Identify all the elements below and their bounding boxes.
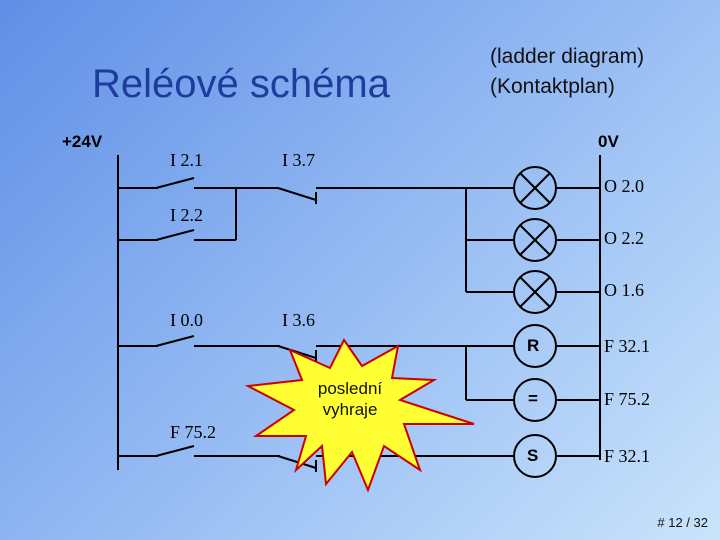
coil-symbol-assign: =	[528, 389, 538, 408]
output-label-o20: O 2.0	[604, 176, 644, 196]
lamp-o22	[513, 218, 557, 262]
output-label-o16: O 1.6	[604, 280, 644, 300]
contact-f752	[155, 445, 195, 457]
coil-label-f321-set: F 32.1	[604, 446, 651, 466]
coil-assign	[513, 378, 557, 422]
coil-label-f752: F 75.2	[604, 389, 651, 409]
contact-i22	[155, 229, 195, 241]
contact-f752-2	[277, 455, 317, 469]
coil-set	[513, 434, 557, 478]
callout-line-1: poslední	[317, 379, 383, 398]
callout-starburst	[244, 338, 475, 493]
callout-text: poslední vyhraje	[300, 378, 400, 420]
contact-label-i37: I 3.7	[282, 150, 315, 170]
right-rail-label: 0V	[598, 132, 619, 151]
lamp-o16	[513, 270, 557, 314]
slide-title: Reléové schéma	[92, 62, 390, 106]
contact-label-i22: I 2.2	[170, 205, 203, 225]
contact-label-i21: I 2.1	[170, 150, 203, 170]
coil-label-f321-reset: F 32.1	[604, 336, 651, 356]
contact-label-f752: F 75.2	[170, 422, 217, 442]
coil-symbol-set: S	[527, 446, 539, 465]
contact-i00	[155, 335, 195, 347]
coil-symbol-reset: R	[527, 336, 540, 355]
subtitle-kontaktplan: (Kontaktplan)	[490, 75, 615, 98]
lamp-o20	[513, 166, 557, 210]
contact-i21	[155, 177, 195, 189]
contact-i36	[277, 345, 317, 359]
contact-i37	[277, 187, 317, 201]
subtitle-ladder-diagram: (ladder diagram)	[490, 45, 645, 68]
rung-1	[118, 166, 600, 314]
callout-line-2: vyhraje	[322, 400, 378, 419]
output-label-o22: O 2.2	[604, 228, 644, 248]
contact-label-i36: I 3.6	[282, 310, 315, 330]
coil-reset	[513, 324, 557, 368]
page-number: # 12 / 32	[657, 515, 708, 530]
contact-label-i00: I 0.0	[170, 310, 203, 330]
slide-subtitle: (ladder diagram) (Kontaktplan)	[490, 42, 644, 102]
left-rail-label: +24V	[62, 132, 103, 151]
